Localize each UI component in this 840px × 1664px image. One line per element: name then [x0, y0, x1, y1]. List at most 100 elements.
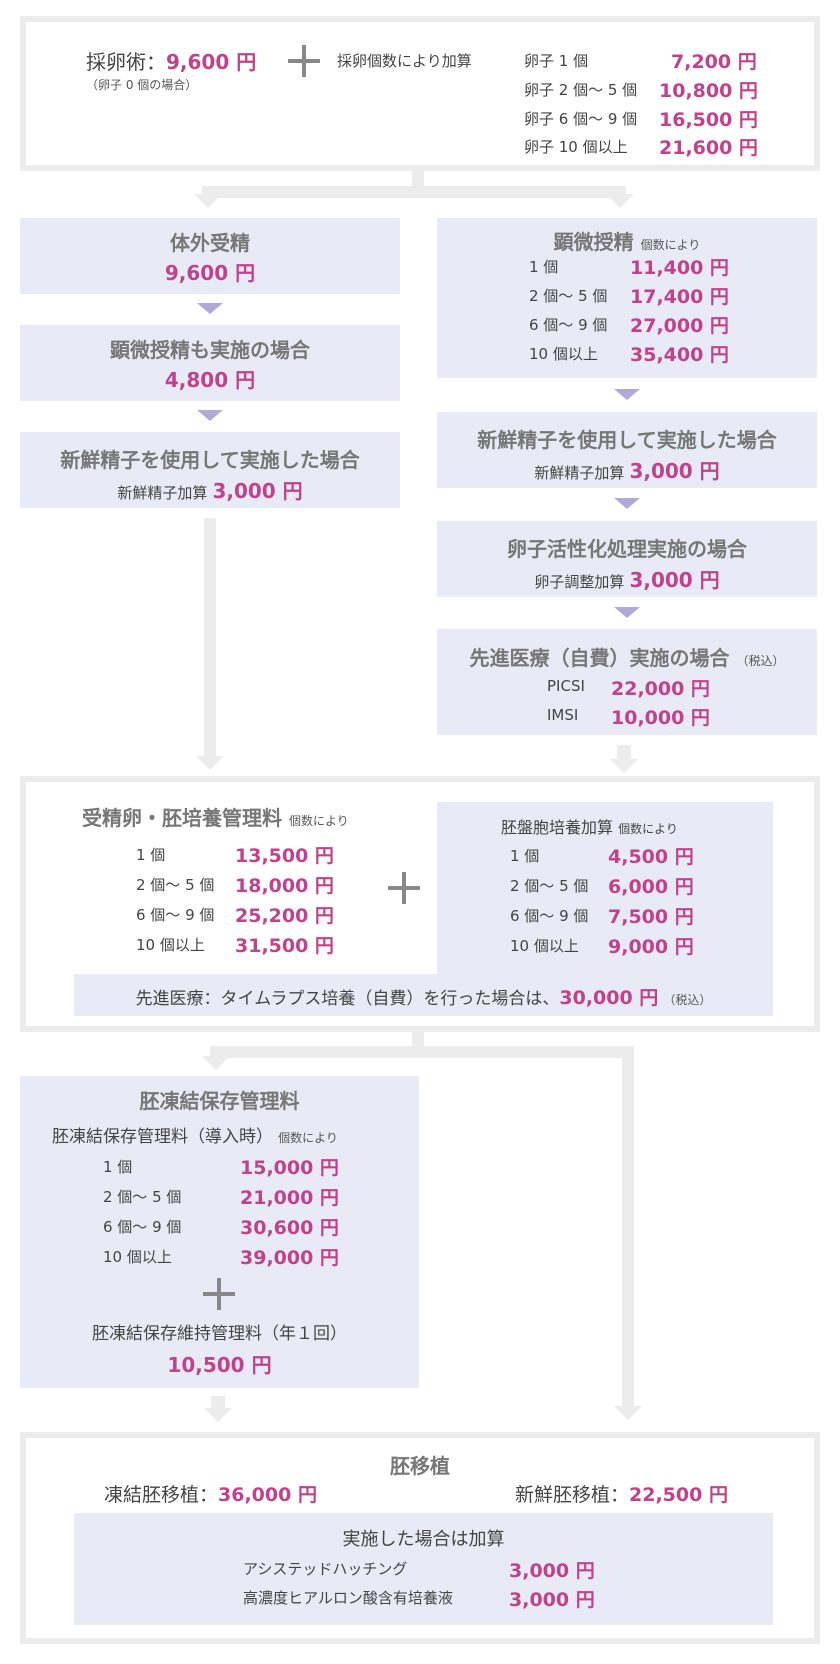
retrieval-row-4-price: 21,600 円 — [659, 137, 758, 159]
advanced-row-1-price: 22,000 円 — [611, 678, 710, 700]
timelapse-line: 先進医療：タイムラプス培養（自費）を行った場合は、30,000 円 （税込） — [74, 983, 773, 1010]
culture-row-3-price: 25,200 円 — [235, 905, 334, 927]
advanced-row-2-label: IMSI — [547, 706, 579, 724]
connector — [204, 518, 216, 756]
icsi-row-4-price: 35,400 円 — [630, 344, 729, 366]
icsi-title-line: 顕微授精 個数により — [437, 226, 817, 255]
ivf-icsi-title: 顕微授精も実施の場合 — [110, 338, 310, 362]
oocyte-activation-price: 3,000 円 — [629, 568, 720, 592]
culture-row-3-label: 6 個～ 9 個 — [136, 906, 215, 924]
icsi-fresh-box: 新鮮精子を使用して実施した場合 新鮮精子加算 3,000 円 — [437, 412, 817, 488]
connector — [202, 186, 214, 194]
transfer-addon-2-price: 3,000 円 — [509, 1589, 595, 1611]
connector — [210, 1046, 634, 1058]
culture-row-1-price: 13,500 円 — [235, 845, 334, 867]
arrow-down-icon — [614, 1406, 642, 1420]
timelapse-price: 30,000 円 — [559, 987, 659, 1009]
icsi-row-2-label: 2 個～ 5 個 — [529, 287, 608, 305]
blastocyst-row-3-price: 7,500 円 — [608, 906, 694, 928]
retrieval-label-group: 採卵術：9,600 円 — [86, 46, 256, 75]
connector — [617, 745, 631, 759]
freeze-subtitle: 胚凍結保存管理料（導入時） — [52, 1127, 273, 1147]
freeze-maintenance-price: 10,500 円 — [167, 1353, 272, 1377]
culture-note: 個数により — [288, 814, 349, 828]
transfer-addon-2-label: 高濃度ヒアルロン酸含有培養液 — [243, 1589, 453, 1607]
connector — [614, 186, 626, 194]
icsi-fresh-title: 新鮮精子を使用して実施した場合 — [477, 428, 777, 452]
blastocyst-note: 個数により — [618, 822, 678, 836]
ivf-fresh-line: 新鮮精子加算 3,000 円 — [20, 475, 400, 504]
arrow-down-icon — [610, 759, 638, 773]
icsi-fresh-price: 3,000 円 — [629, 459, 720, 483]
retrieval-frame: 採卵術：9,600 円 （卵子 0 個の場合） 採卵個数により加算 卵子 1 個… — [20, 16, 820, 171]
blastocyst-title: 胚盤胞培養加算 — [501, 818, 614, 837]
blastocyst-row-4-price: 9,000 円 — [608, 936, 694, 958]
transfer-frozen-line: 凍結胚移植：36,000 円 — [104, 1480, 317, 1507]
freeze-row-2-price: 21,000 円 — [240, 1187, 339, 1209]
retrieval-row-4-label: 卵子 10 個以上 — [524, 138, 628, 156]
transfer-frozen-price: 36,000 円 — [218, 1484, 317, 1506]
ivf-price: 9,600 円 — [164, 261, 256, 285]
oocyte-activation-label: 卵子調整加算 — [534, 573, 625, 591]
retrieval-price: 9,600 円 — [166, 50, 257, 74]
advanced-row-1-label: PICSI — [547, 677, 585, 695]
ivf-fresh-price: 3,000 円 — [212, 479, 303, 503]
advanced-note: （税込） — [736, 654, 785, 668]
oocyte-activation-line: 卵子調整加算 3,000 円 — [437, 564, 817, 593]
arrow-down-icon — [196, 756, 224, 770]
ivf-fresh-box: 新鮮精子を使用して実施した場合 新鮮精子加算 3,000 円 — [20, 432, 400, 508]
arrow-down-icon — [606, 194, 634, 208]
transfer-title: 胚移植 — [390, 1454, 450, 1478]
plus-icon — [288, 45, 320, 77]
culture-row-4-price: 31,500 円 — [235, 935, 334, 957]
ivf-fresh-label: 新鮮精子加算 — [117, 484, 208, 502]
icsi-row-4-label: 10 個以上 — [529, 345, 598, 363]
ivf-icsi-price: 4,800 円 — [164, 368, 256, 392]
timelapse-box: 先進医療：タイムラプス培養（自費）を行った場合は、30,000 円 （税込） — [74, 974, 773, 1016]
icsi-row-3-price: 27,000 円 — [630, 315, 729, 337]
advanced-title: 先進医療（自費）実施の場合 — [469, 646, 730, 670]
blastocyst-row-4-label: 10 個以上 — [510, 937, 579, 955]
freeze-row-3-price: 30,600 円 — [240, 1217, 339, 1239]
freeze-row-2-label: 2 個～ 5 個 — [103, 1188, 182, 1206]
transfer-fresh-price: 22,500 円 — [629, 1484, 728, 1506]
ivf-box: 体外受精 9,600 円 — [20, 218, 400, 294]
transfer-addon-box: 実施した場合は加算 アシステッドハッチング 3,000 円 高濃度ヒアルロン酸含… — [74, 1513, 773, 1625]
retrieval-row-3-label: 卵子 6 個～ 9 個 — [524, 110, 638, 128]
icsi-row-1-price: 11,400 円 — [630, 257, 729, 279]
transfer-fresh-label: 新鮮胚移植： — [515, 1484, 630, 1506]
ivf-fresh-title: 新鮮精子を使用して実施した場合 — [60, 448, 360, 472]
icsi-note: 個数により — [640, 238, 701, 252]
advanced-title-line: 先進医療（自費）実施の場合 （税込） — [437, 642, 817, 671]
icsi-row-3-label: 6 個～ 9 個 — [529, 316, 608, 334]
transfer-addon-1-price: 3,000 円 — [509, 1560, 595, 1582]
connector — [622, 1046, 634, 1406]
transfer-addon-1-label: アシステッドハッチング — [243, 1560, 408, 1578]
culture-title: 受精卵・胚培養管理料 — [82, 806, 282, 830]
arrow-down-icon — [614, 498, 640, 509]
oocyte-activation-title: 卵子活性化処理実施の場合 — [507, 537, 747, 561]
retrieval-row-2-price: 10,800 円 — [659, 80, 758, 102]
culture-row-2-label: 2 個～ 5 個 — [136, 876, 215, 894]
icsi-box: 顕微授精 個数により 1 個 11,400 円 2 個～ 5 個 17,400 … — [437, 218, 817, 378]
retrieval-add-label: 採卵個数により加算 — [337, 52, 472, 70]
freeze-row-4-price: 39,000 円 — [240, 1247, 339, 1269]
connector — [202, 186, 622, 198]
arrow-down-icon — [197, 303, 223, 314]
arrow-down-icon — [614, 607, 640, 618]
blastocyst-title-line: 胚盤胞培養加算 個数により — [501, 814, 678, 838]
arrow-down-icon — [204, 1408, 232, 1422]
connector — [211, 1396, 225, 1408]
culture-row-4-label: 10 個以上 — [136, 936, 205, 954]
retrieval-row-1-price: 7,200 円 — [671, 51, 757, 73]
arrow-down-icon — [614, 389, 640, 400]
freeze-row-1-label: 1 個 — [103, 1158, 133, 1176]
plus-icon — [203, 1278, 235, 1310]
icsi-row-2-price: 17,400 円 — [630, 286, 729, 308]
culture-title-line: 受精卵・胚培養管理料 個数により — [82, 802, 349, 831]
oocyte-activation-box: 卵子活性化処理実施の場合 卵子調整加算 3,000 円 — [437, 521, 817, 597]
ivf-title: 体外受精 — [170, 231, 250, 255]
transfer-addon-title: 実施した場合は加算 — [342, 1529, 505, 1550]
blastocyst-row-1-label: 1 個 — [510, 847, 540, 865]
icsi-title: 顕微授精 — [553, 230, 634, 254]
